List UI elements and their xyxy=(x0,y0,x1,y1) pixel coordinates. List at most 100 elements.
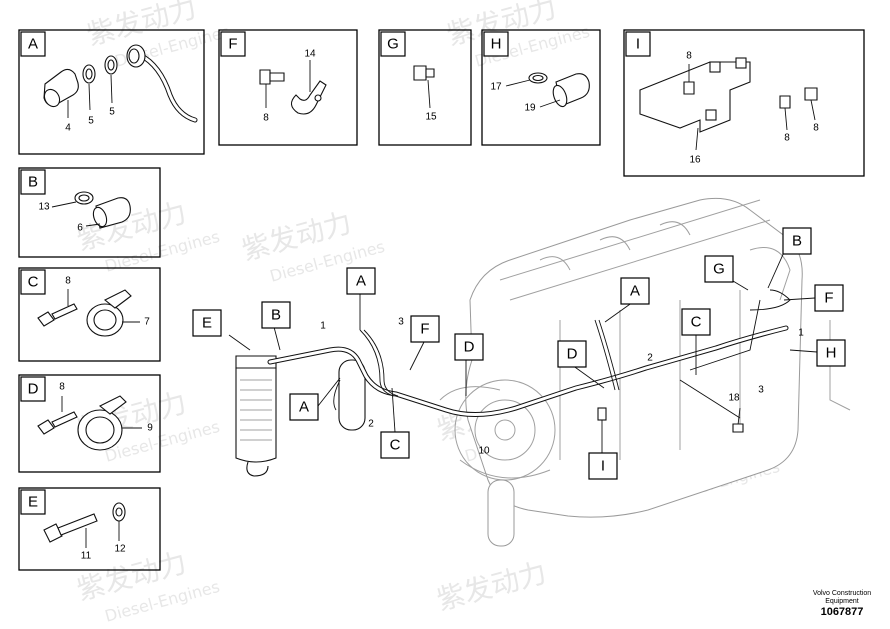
washer-icon xyxy=(104,55,118,75)
panel-letter: G xyxy=(387,36,399,53)
adapter-icon xyxy=(552,73,590,108)
callout-c: C xyxy=(380,431,410,459)
part-number: 1 xyxy=(798,328,804,339)
callout-f: F xyxy=(814,284,844,312)
main-part-numbers: 1 3 2 10 2 1 3 18 xyxy=(320,317,804,457)
washer-icon xyxy=(74,191,94,205)
detail-panel-i: I 8 8 8 16 xyxy=(623,29,865,177)
svg-text:G: G xyxy=(713,261,725,278)
svg-text:F: F xyxy=(420,321,429,338)
footer-division: Equipment xyxy=(825,598,859,605)
callout-d: D xyxy=(454,333,484,361)
plug-icon xyxy=(43,68,79,108)
part-number: 11 xyxy=(81,551,92,562)
part-number: 15 xyxy=(425,112,437,123)
plug-bolt-icon xyxy=(413,65,435,81)
small-bolt-icon xyxy=(732,423,744,433)
part-number: 2 xyxy=(647,353,653,364)
callout-b: B xyxy=(261,301,291,329)
part-number: 19 xyxy=(524,103,536,114)
bolt-icon xyxy=(779,95,791,109)
callout-i: I xyxy=(588,452,618,480)
panel-letter: C xyxy=(28,274,39,291)
svg-text:E: E xyxy=(202,315,212,332)
bolt-icon xyxy=(804,87,818,101)
callout-e: E xyxy=(192,309,222,337)
svg-text:D: D xyxy=(464,339,475,356)
detail-panel-b: B 13 6 xyxy=(18,167,161,258)
callout-c: C xyxy=(681,308,711,336)
clamp-icon xyxy=(86,289,132,337)
washer-icon xyxy=(112,502,126,522)
callout-b: B xyxy=(782,227,812,255)
svg-text:C: C xyxy=(691,314,702,331)
callout-a: A xyxy=(620,277,650,305)
part-number: 8 xyxy=(686,51,692,62)
bolt-icon xyxy=(37,303,78,327)
part-number: 2 xyxy=(368,419,374,430)
part-number: 4 xyxy=(65,123,71,134)
svg-text:B: B xyxy=(792,233,802,250)
callout-f: F xyxy=(410,315,440,343)
part-number: 7 xyxy=(144,317,150,328)
detail-panel-a: A 4 5 5 xyxy=(18,29,205,155)
part-number: 13 xyxy=(38,202,50,213)
callout-d: D xyxy=(557,340,587,368)
detail-panel-g: G 15 xyxy=(378,29,472,146)
panel-letter: E xyxy=(28,494,38,511)
part-number: 1 xyxy=(320,321,326,332)
svg-text:A: A xyxy=(630,283,640,300)
part-number: 12 xyxy=(114,544,126,555)
svg-text:H: H xyxy=(826,345,837,362)
part-number: 5 xyxy=(88,116,94,127)
fuel-filter-assembly xyxy=(235,355,277,477)
hose-end-icon xyxy=(126,44,198,123)
svg-text:C: C xyxy=(390,437,401,454)
clamp-icon xyxy=(77,395,127,451)
part-number: 9 xyxy=(147,423,153,434)
callout-tags: E B A F A C D D A C G B F H I xyxy=(192,227,846,480)
svg-text:D: D xyxy=(567,346,578,363)
panel-letter: F xyxy=(228,36,237,53)
part-number: 3 xyxy=(398,317,404,328)
svg-text:F: F xyxy=(824,290,833,307)
detail-panel-h: H 17 19 xyxy=(481,29,601,146)
part-number: 8 xyxy=(65,276,71,287)
pipe-routing xyxy=(267,289,791,421)
part-number: 6 xyxy=(77,223,83,234)
part-number: 5 xyxy=(109,107,115,118)
callout-g: G xyxy=(704,255,734,283)
part-number: 8 xyxy=(784,133,790,144)
panel-letter: A xyxy=(28,36,38,53)
drawing-number: 1067877 xyxy=(821,606,864,618)
clip-icon xyxy=(290,80,327,115)
part-number: 14 xyxy=(304,49,316,60)
panel-letter: H xyxy=(491,36,502,53)
part-number: 18 xyxy=(728,393,740,404)
adapter-icon xyxy=(92,197,131,229)
part-number: 8 xyxy=(813,123,819,134)
detail-panel-c: C 8 7 xyxy=(18,267,161,362)
bracket-icon xyxy=(639,57,751,133)
svg-text:B: B xyxy=(271,307,281,324)
bolt-icon xyxy=(259,69,285,85)
part-number: 3 xyxy=(758,385,764,396)
part-number: 10 xyxy=(478,446,490,457)
detail-panel-d: D 8 9 xyxy=(18,374,161,473)
callout-a: A xyxy=(289,393,319,421)
bolt-icon xyxy=(683,81,695,95)
detail-panel-f: F 14 8 xyxy=(218,29,358,146)
panel-letter: I xyxy=(636,36,640,53)
leader-lines xyxy=(228,249,818,453)
footer-company: Volvo Construction xyxy=(813,590,871,597)
drawing-footer: Volvo Construction Equipment 1067877 xyxy=(813,590,871,618)
part-number: 8 xyxy=(59,382,65,393)
svg-text:A: A xyxy=(356,273,366,290)
watermark-brand: 紫发动力 xyxy=(433,556,550,617)
part-number: 17 xyxy=(490,82,502,93)
svg-text:I: I xyxy=(601,458,605,475)
bolt-icon xyxy=(43,513,98,543)
secondary-filter xyxy=(338,359,366,431)
panel-letter: B xyxy=(28,174,38,191)
